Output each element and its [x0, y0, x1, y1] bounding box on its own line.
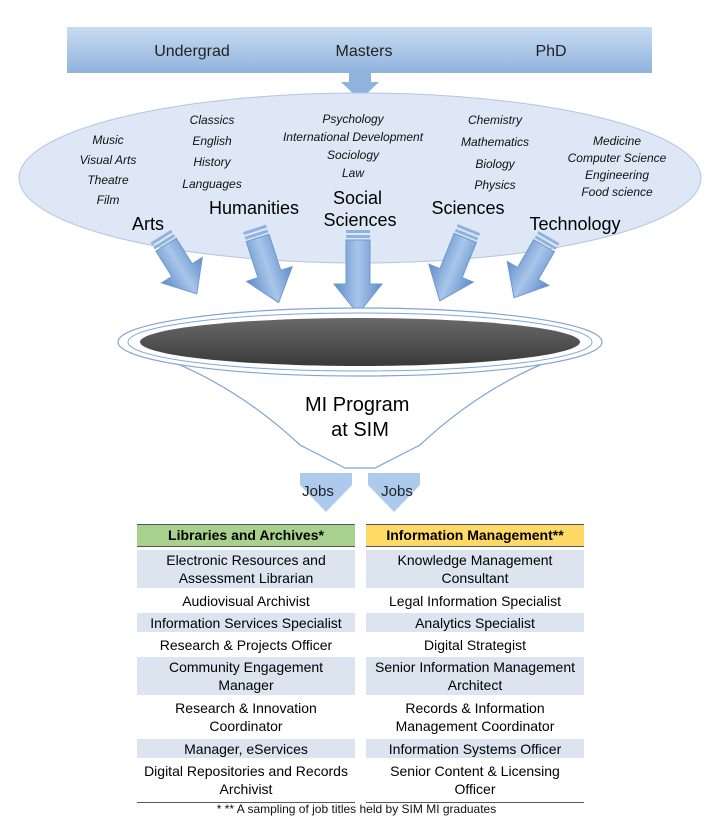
job-title: Research & Projects Officer	[159, 636, 333, 653]
job-title: Legal Information Specialist	[389, 592, 561, 609]
subject-english: English	[192, 134, 232, 148]
jobs-label-left: Jobs	[302, 483, 334, 500]
field-arrows	[150, 224, 560, 315]
field-arts: Arts	[132, 214, 164, 234]
program-label-line-2: at SIM	[331, 419, 389, 441]
level-undergrad: Undergrad	[154, 43, 230, 60]
arrow-arts	[150, 229, 203, 295]
subject-music: Music	[92, 133, 123, 147]
footnote: * ** A sampling of job titles held by SI…	[216, 802, 497, 816]
job-title: Senior Content & Licensing Officer	[390, 763, 560, 797]
job-title: Digital Strategist	[424, 636, 526, 653]
field-social-sciences-line-2: Sciences	[323, 210, 396, 230]
field-social-sciences-line-1: Social	[333, 188, 382, 208]
subject-physics: Physics	[474, 178, 515, 192]
funnel-opening	[140, 318, 580, 366]
subject-engineering: Engineering	[585, 168, 649, 182]
funnel: MI Program at SIM	[117, 307, 603, 469]
program-label-line-1: MI Program	[305, 394, 409, 416]
subject-film: Film	[97, 193, 120, 207]
job-title: Audiovisual Archivist	[182, 592, 310, 609]
banner-down-arrow	[341, 73, 379, 100]
subject-chemistry: Chemistry	[468, 113, 523, 127]
arrow-sciences	[427, 224, 481, 302]
information-management-header: Information Management**	[366, 524, 584, 547]
level-phd: PhD	[535, 43, 566, 60]
field-sciences: Sciences	[431, 198, 504, 218]
job-title: Analytics Specialist	[366, 613, 584, 632]
information-management-column: Information Management** Knowledge Manag…	[366, 524, 584, 803]
job-title: Research & Innovation Coordinator	[175, 700, 317, 734]
job-title: Electronic Resources and Assessment Libr…	[137, 550, 355, 588]
job-title: Records & Information Management Coordin…	[395, 700, 555, 734]
funnel-body	[118, 343, 602, 469]
subject-sociology: Sociology	[327, 148, 380, 162]
subject-computer-science: Computer Science	[568, 151, 667, 165]
subject-visual-arts: Visual Arts	[80, 153, 137, 167]
jobs-arrow-right	[368, 473, 420, 512]
job-title: Senior Information Management Architect	[366, 657, 584, 695]
subject-languages: Languages	[182, 177, 241, 191]
field-humanities: Humanities	[209, 198, 299, 218]
level-masters: Masters	[336, 43, 393, 60]
libraries-archives-column: Libraries and Archives* Electronic Resou…	[137, 524, 355, 803]
field-technology: Technology	[529, 214, 620, 234]
flow-diagram: Undergrad Masters PhD Music Visual Arts …	[18, 27, 702, 512]
subject-history: History	[193, 155, 231, 169]
information-management-bottom-rule	[366, 802, 584, 803]
field-social-sciences: Social Sciences	[323, 188, 396, 230]
job-title: Manager, eServices	[137, 739, 355, 758]
program-label: MI Program at SIM	[305, 394, 415, 441]
subject-theatre: Theatre	[87, 173, 129, 187]
job-title: Information Services Specialist	[137, 613, 355, 632]
subject-psychology: Psychology	[322, 112, 384, 126]
subject-medicine: Medicine	[593, 134, 641, 148]
libraries-archives-bottom-rule	[137, 802, 355, 803]
arrow-humanities	[243, 224, 294, 304]
subject-mathematics: Mathematics	[461, 135, 529, 149]
subject-law: Law	[342, 166, 365, 180]
arrow-social-sciences	[332, 230, 384, 315]
subject-classics: Classics	[190, 113, 235, 127]
funnel-rim-inner	[127, 312, 593, 372]
job-title: Information Systems Officer	[366, 739, 584, 758]
job-title: Knowledge Management Consultant	[366, 550, 584, 588]
job-title: Community Engagement Manager	[137, 657, 355, 695]
subject-biology: Biology	[475, 157, 515, 171]
degree-banner	[67, 27, 652, 73]
jobs-label-right: Jobs	[381, 483, 413, 500]
subject-international-development: International Development	[283, 130, 424, 144]
job-title: Digital Repositories and Records Archivi…	[144, 763, 348, 797]
arrow-technology	[506, 231, 560, 299]
jobs-arrow-left	[300, 473, 352, 512]
subject-food-science: Food science	[581, 185, 653, 199]
libraries-archives-header: Libraries and Archives*	[137, 524, 355, 547]
